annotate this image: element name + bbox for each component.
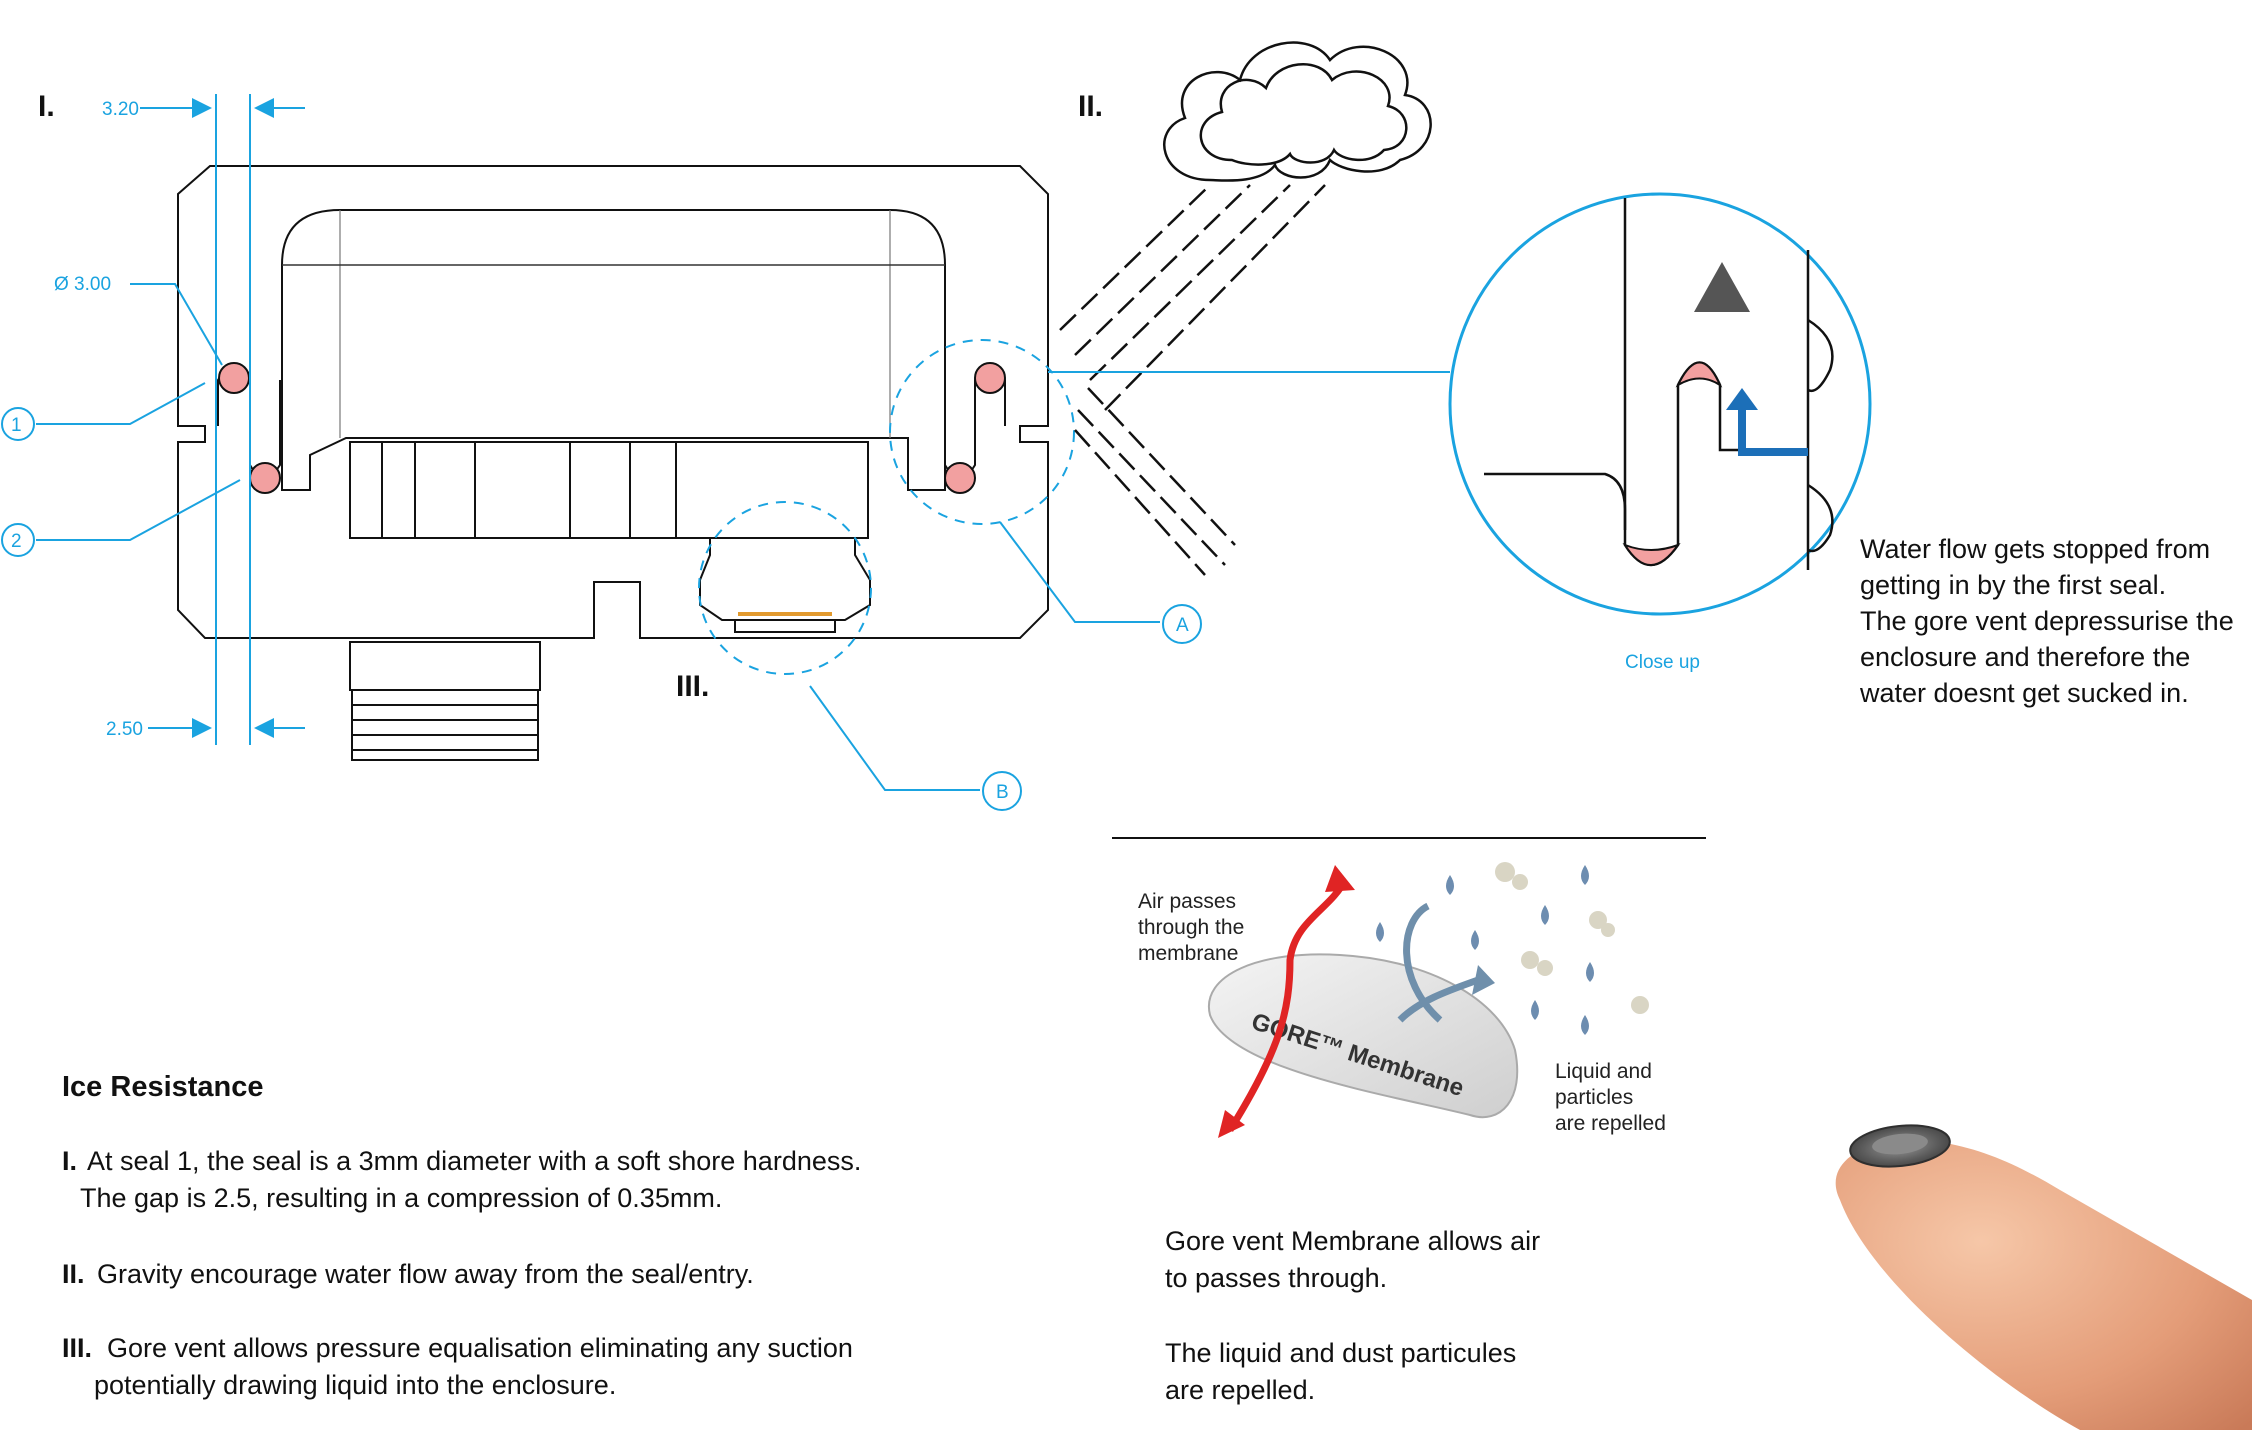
water-flow-arrow — [1738, 408, 1808, 456]
enclosure-cross-section — [177, 165, 1049, 761]
svg-text:Water flow gets stopped from: Water flow gets stopped from — [1860, 534, 2210, 564]
closeup-description: Water flow gets stopped from getting in … — [1859, 534, 2234, 708]
section-label-ii: II. — [1078, 90, 1103, 123]
svg-text:through the: through the — [1138, 916, 1244, 939]
svg-text:The liquid and dust particules: The liquid and dust particules — [1165, 1338, 1516, 1368]
callout-a: A — [1176, 615, 1189, 636]
finger-with-vent-image — [1835, 1124, 2252, 1430]
closeup-detail — [1484, 198, 1834, 570]
svg-text:are repelled: are repelled — [1555, 1112, 1666, 1135]
detail-markers — [698, 339, 1202, 811]
callout-b: B — [996, 782, 1009, 803]
seal-right-bottom — [944, 462, 976, 494]
dust-particles — [1495, 862, 1649, 1014]
dim-gap-bottom: 2.50 — [106, 719, 143, 740]
dimension-lines — [1, 94, 305, 745]
notes-heading: Ice Resistance — [62, 1071, 264, 1103]
gravity-triangle-icon — [1694, 262, 1750, 312]
o-ring-seals — [218, 362, 1006, 494]
svg-text:enclosure and therefore the: enclosure and therefore the — [1860, 642, 2190, 672]
rain-cloud-icon — [1163, 41, 1432, 182]
section-label-iii: III. — [676, 670, 709, 703]
svg-text:Gore vent allows pressure equ: Gore vent allows pressure equalisation e… — [107, 1333, 853, 1363]
svg-text:Gore vent Membrane allows air: Gore vent Membrane allows air — [1165, 1226, 1540, 1256]
svg-text:particles: particles — [1555, 1086, 1633, 1109]
svg-text:Liquid and: Liquid and — [1555, 1060, 1652, 1083]
repel-label: Liquid and particles are repelled — [1555, 1060, 1666, 1135]
svg-text:I.: I. — [62, 1146, 77, 1176]
rain-streaks — [1059, 184, 1326, 576]
svg-text:II.: II. — [62, 1259, 85, 1289]
section-label-i: I. — [38, 90, 55, 123]
seal-2 — [249, 462, 281, 494]
gore-membrane-illustration: GORE™ Membrane — [1207, 865, 1519, 1138]
svg-text:The gap is 2.5, resulting in a: The gap is 2.5, resulting in a compressi… — [80, 1183, 722, 1213]
callout-2: 2 — [11, 531, 22, 552]
membrane-description: Gore vent Membrane allows air to passes … — [1165, 1226, 1540, 1405]
ice-resistance-notes: Ice Resistance I. At seal 1, the seal is… — [62, 1071, 861, 1400]
svg-text:membrane: membrane — [1138, 942, 1238, 965]
dim-diameter: Ø 3.00 — [54, 274, 111, 295]
closeup-caption: Close up — [1625, 652, 1700, 673]
svg-text:to passes through.: to passes through. — [1165, 1263, 1387, 1293]
svg-text:III.: III. — [62, 1333, 92, 1363]
air-label: Air passes through the membrane — [1138, 890, 1244, 965]
seal-right-top — [974, 362, 1006, 394]
svg-text:At seal 1, the seal is a 3mm d: At seal 1, the seal is a 3mm diameter wi… — [87, 1146, 861, 1176]
svg-text:potentially drawing liquid int: potentially drawing liquid into the encl… — [94, 1370, 616, 1400]
closeup-circle — [1448, 192, 1872, 616]
svg-text:getting in by the first seal.: getting in by the first seal. — [1860, 570, 2166, 600]
svg-text:Gravity encourage water flow a: Gravity encourage water flow away from t… — [97, 1259, 754, 1289]
svg-text:The gore vent depressurise the: The gore vent depressurise the — [1860, 606, 2234, 636]
svg-text:Air passes: Air passes — [1138, 890, 1236, 913]
seal-1 — [218, 362, 250, 394]
water-droplets — [1376, 865, 1594, 1035]
dim-gap-top: 3.20 — [102, 99, 139, 120]
svg-text:are repelled.: are repelled. — [1165, 1375, 1315, 1405]
svg-text:water doesnt get sucked in.: water doesnt get sucked in. — [1859, 678, 2189, 708]
callout-1: 1 — [11, 415, 22, 436]
